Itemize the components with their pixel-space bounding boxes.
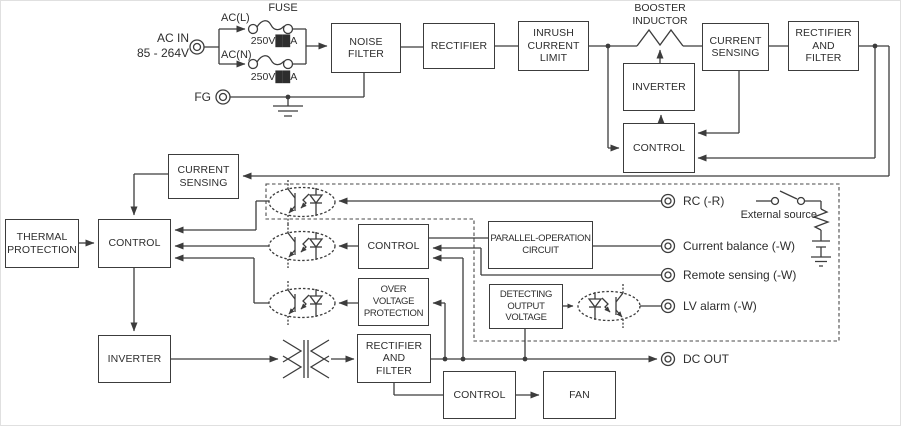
optocoupler-2-icon [268, 224, 336, 268]
noise-filter-block: NOISE FILTER [331, 23, 401, 73]
control-secondary-block: CONTROL [358, 224, 429, 269]
ac-in-terminal [189, 39, 205, 55]
resistor-icon [812, 208, 830, 231]
fuse-rating-bottom-label: 250V██A [250, 71, 298, 83]
external-source-circuit [756, 190, 831, 267]
remote-sensing-terminal-label: Remote sensing (-W) [683, 268, 797, 282]
optocoupler-3-icon [268, 281, 336, 325]
current-balance-terminal [660, 238, 676, 254]
transformer-icon [282, 339, 330, 379]
isolation-feedback-wiring [175, 197, 661, 307]
dc-out-terminal [660, 351, 676, 367]
ac-input-wiring [204, 25, 328, 68]
ground-icon-2 [811, 256, 831, 267]
thermal-protection-block: THERMAL PROTECTION [5, 219, 79, 268]
lv-alarm-terminal-label: LV alarm (-W) [683, 299, 757, 313]
pfc-chain-wiring [401, 43, 889, 49]
option-region-outline [265, 183, 840, 342]
parallel-operation-block: PARALLEL-OPERATION CIRCUIT [488, 221, 593, 269]
output-wiring [171, 355, 658, 399]
optocoupler-1-icon [268, 180, 336, 224]
remote-sensing-terminal [660, 267, 676, 283]
ac-neutral-label: AC(N) [221, 49, 252, 61]
fuse-rating-top-label: 250V██A [250, 35, 298, 47]
control-pfc-block: CONTROL [623, 123, 695, 173]
rc-terminal [660, 193, 676, 209]
fuse-icon-line [247, 20, 294, 35]
inverter-main-block: INVERTER [98, 335, 171, 383]
control-fan-block: CONTROL [443, 371, 516, 419]
inrush-current-limit-block: INRUSH CURRENT LIMIT [518, 21, 589, 71]
inverter-pfc-block: INVERTER [623, 63, 695, 111]
over-voltage-protection-block: OVER VOLTAGE PROTECTION [358, 278, 429, 326]
current-sensing-main-block: CURRENT SENSING [168, 154, 239, 199]
external-source-label: External source [740, 209, 817, 221]
primary-control-wiring [79, 173, 168, 332]
current-balance-terminal-label: Current balance (-W) [683, 239, 796, 253]
rectifier-filter-pfc-block: RECTIFIER AND FILTER [788, 21, 859, 71]
fg-label: FG [194, 90, 211, 104]
rectifier-block: RECTIFIER [423, 23, 495, 69]
current-sensing-pfc-block: CURRENT SENSING [702, 23, 769, 71]
ac-in-label: AC IN 85 - 264V [136, 31, 189, 60]
booster-inductor-label: BOOSTER INDUCTOR [632, 2, 688, 28]
detecting-output-voltage-block: DETECTING OUTPUT VOLTAGE [489, 284, 563, 329]
fuse-title-label: FUSE [268, 2, 298, 14]
pfc-feedback-wiring [243, 46, 890, 176]
ground-icon [273, 97, 303, 117]
fuse-icon-neutral [247, 55, 294, 70]
rectifier-filter-output-block: RECTIFIER AND FILTER [357, 334, 431, 383]
control-main-block: CONTROL [98, 219, 171, 268]
fg-terminal [215, 89, 231, 105]
ac-line-label: AC(L) [221, 12, 250, 24]
booster-inductor-icon [636, 28, 684, 47]
fan-block: FAN [543, 371, 616, 419]
lv-alarm-terminal [660, 298, 676, 314]
dc-out-terminal-label: DC OUT [683, 352, 729, 366]
rc-terminal-label: RC (-R) [683, 194, 725, 208]
optocoupler-4-icon [577, 284, 641, 328]
secondary-control-wiring [429, 237, 661, 359]
